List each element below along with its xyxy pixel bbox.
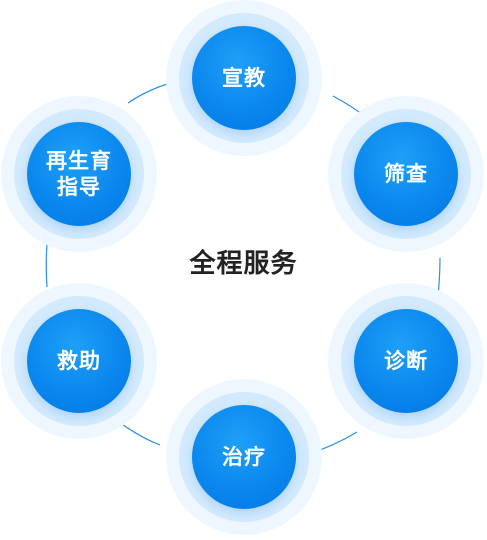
node-core: 再生育 指导 <box>27 122 131 226</box>
stage-node-jiuzhu: 救助 <box>1 283 157 439</box>
node-label-line: 宣教 <box>222 66 266 90</box>
center-title: 全程服务 <box>189 249 298 279</box>
node-label-line: 治疗 <box>222 445 266 469</box>
node-core: 宣教 <box>192 26 296 130</box>
node-label: 救助 <box>57 348 101 374</box>
node-core: 诊断 <box>354 309 458 413</box>
stage-node-zaishengyu-zhidao: 再生育 指导 <box>1 96 157 252</box>
node-label-line: 指导 <box>57 175 101 199</box>
node-label: 治疗 <box>222 444 266 470</box>
node-label-line: 再生育 <box>46 149 112 173</box>
node-core: 治疗 <box>192 405 296 509</box>
stage-node-shaicha: 筛查 <box>328 96 484 252</box>
node-label-line: 筛查 <box>384 162 428 186</box>
node-label: 诊断 <box>384 348 428 374</box>
node-label: 筛查 <box>384 161 428 187</box>
node-label-line: 救助 <box>57 349 101 373</box>
node-label: 宣教 <box>222 65 266 91</box>
stage-node-zhenduan: 诊断 <box>328 283 484 439</box>
stage-node-xuanjiao: 宣教 <box>166 0 322 156</box>
node-core: 救助 <box>27 309 131 413</box>
node-label: 再生育 指导 <box>46 148 112 200</box>
stage-node-zhiliao: 治疗 <box>166 379 322 535</box>
node-label-line: 诊断 <box>384 349 428 373</box>
node-core: 筛查 <box>354 122 458 226</box>
